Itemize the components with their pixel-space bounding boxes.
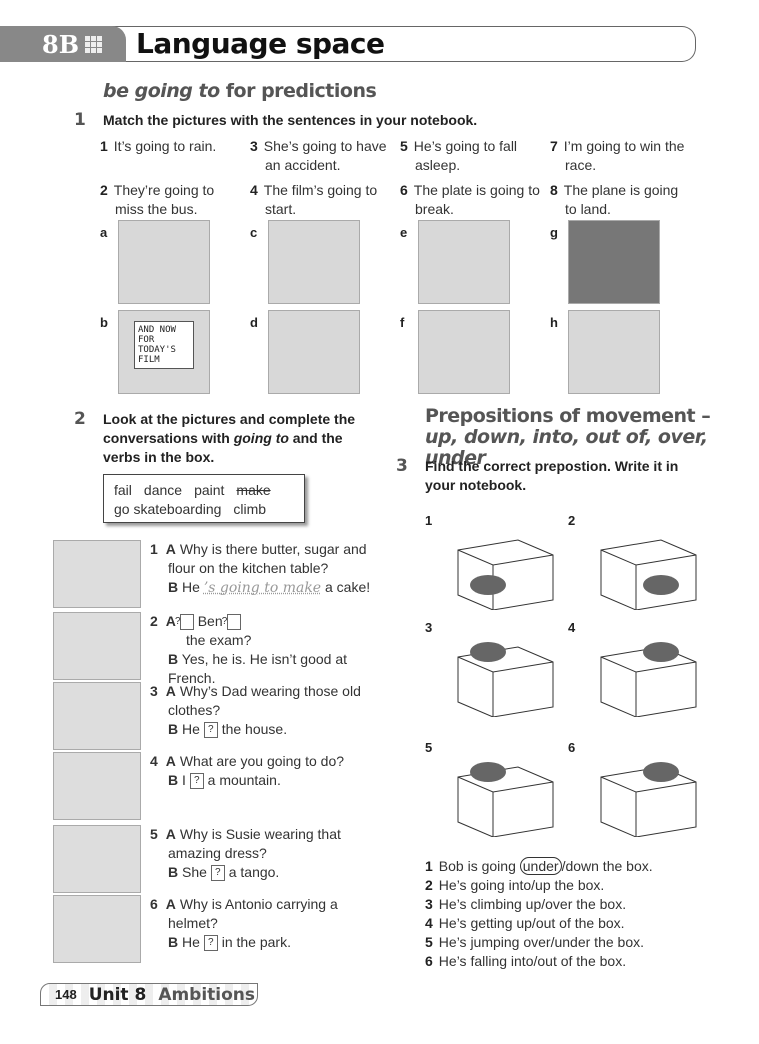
answer-gap[interactable]: ? <box>203 935 218 952</box>
dialogue-illustration <box>53 612 141 680</box>
circled-answer: under <box>519 857 562 875</box>
answer-gap[interactable]: ? <box>189 773 204 790</box>
example-answer: ’s going to make <box>203 580 322 596</box>
picture-label: e <box>400 225 408 240</box>
illustration-a <box>118 220 210 304</box>
exercise-instruction: Match the pictures with the sentences in… <box>103 112 478 128</box>
exercise-number: 3 <box>396 456 408 476</box>
section-heading-predictions: be going to for predictions <box>103 80 377 102</box>
dog-box-illustration <box>443 617 563 718</box>
picture-label: 4 <box>568 620 576 635</box>
grid-icon <box>84 35 102 53</box>
dialogue-illustration <box>53 540 141 608</box>
dialogue-illustration <box>53 752 141 820</box>
dialogue-illustration <box>53 895 141 963</box>
unit-label: Unit 8 <box>88 984 147 1005</box>
illustration-d <box>268 310 360 394</box>
picture-label: b <box>100 315 108 330</box>
illustration-e <box>418 220 510 304</box>
illustration-c <box>268 220 360 304</box>
page-title: Language space <box>136 27 385 60</box>
illustration-h <box>568 310 660 394</box>
footer-tab: 148 Unit 8 Ambitions <box>40 983 258 1006</box>
picture-label: d <box>250 315 258 330</box>
picture-label: f <box>400 315 405 330</box>
exercise-number: 2 <box>74 409 86 429</box>
picture-label: 2 <box>568 513 576 528</box>
illustration-f <box>418 310 510 394</box>
answer-gap[interactable]: ? <box>222 614 241 631</box>
picture-label: a <box>100 225 108 240</box>
picture-label: 1 <box>425 513 433 528</box>
picture-label: h <box>550 315 558 330</box>
illustration-g <box>568 220 660 304</box>
dialogue-illustration <box>53 682 141 750</box>
dialogue-illustration <box>53 825 141 893</box>
answer-gap[interactable]: ? <box>175 614 194 631</box>
picture-label: c <box>250 225 258 240</box>
dog-box-illustration <box>586 737 706 838</box>
section-code: 8B <box>42 29 79 59</box>
dog-box-illustration <box>586 510 706 611</box>
section-heading-prepositions: Prepositions of movement – up, down, int… <box>425 405 711 469</box>
picture-label: 5 <box>425 740 433 755</box>
exercise-number: 1 <box>74 110 86 130</box>
dog-box-illustration <box>443 737 563 838</box>
exercise-instruction: Look at the pictures and complete the co… <box>103 411 356 465</box>
section-tab: 8B <box>0 26 126 62</box>
header-bar <box>0 26 696 62</box>
dog-box-illustration <box>586 617 706 718</box>
exercise-instruction: Find the correct prepostion. Write it in… <box>425 458 679 493</box>
answer-gap[interactable]: ? <box>210 865 225 882</box>
film-sign: AND NOW FOR TODAY'S FILM <box>134 321 194 369</box>
page-number: 148 <box>55 987 77 1002</box>
picture-label: 3 <box>425 620 433 635</box>
answer-gap[interactable]: ? <box>203 722 218 739</box>
dog-box-illustration <box>443 510 563 611</box>
illustration-b: AND NOW FOR TODAY'S FILM <box>118 310 210 394</box>
picture-label: g <box>550 225 558 240</box>
unit-topic: Ambitions <box>158 984 256 1005</box>
picture-label: 6 <box>568 740 576 755</box>
